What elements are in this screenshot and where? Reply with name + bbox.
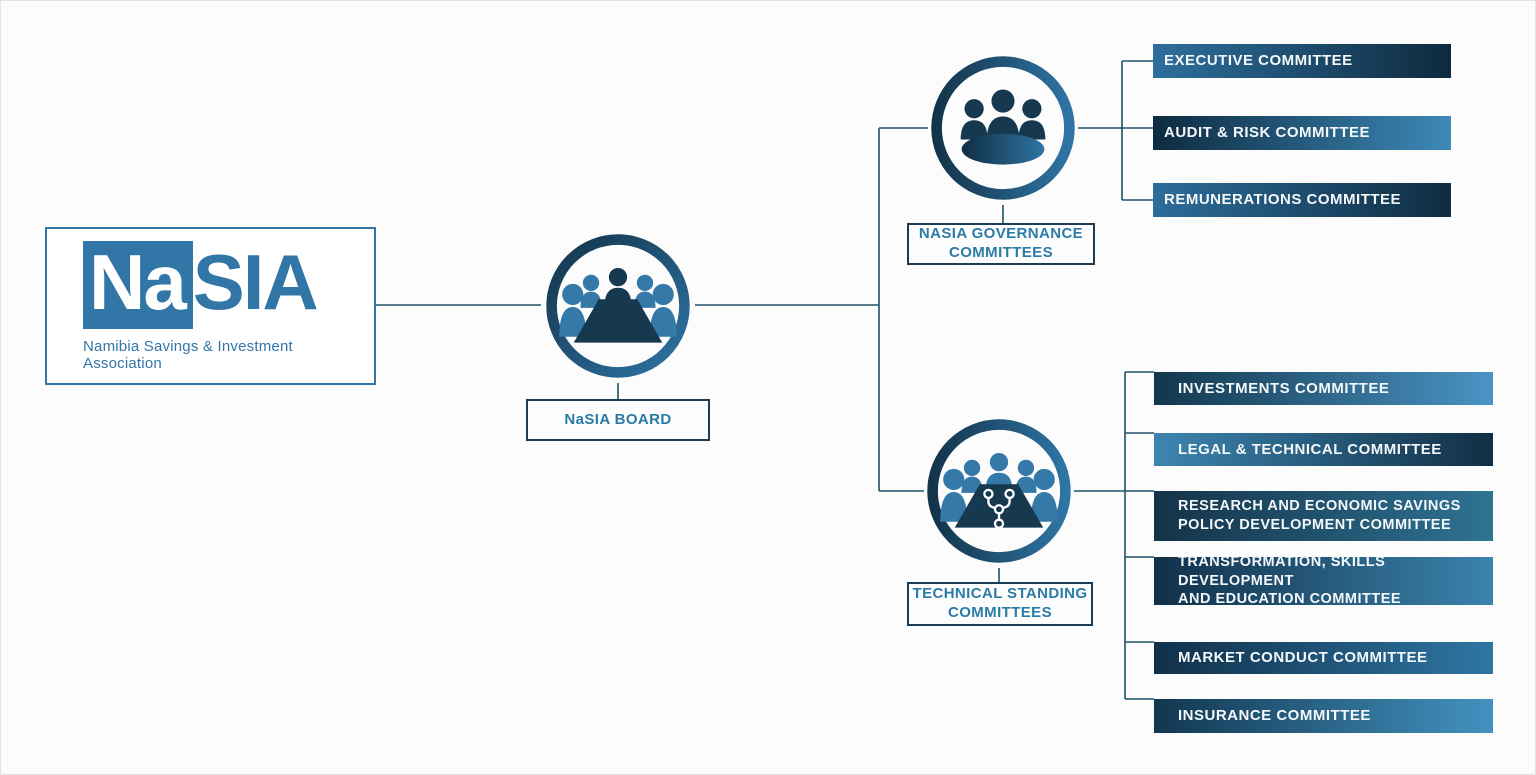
governance-group-icon: [926, 51, 1080, 205]
git-branch-glyph: [983, 488, 1015, 529]
logo-tagline: Namibia Savings & Investment Association: [83, 337, 293, 372]
bar-market-conduct-committee: MARKET CONDUCT COMMITTEE: [1154, 642, 1493, 674]
bar-insurance-committee: INSURANCE COMMITTEE: [1154, 699, 1493, 733]
bar-legal-technical-committee: LEGAL & TECHNICAL COMMITTEE: [1154, 433, 1493, 466]
technical-label: TECHNICAL STANDING COMMITTEES: [907, 582, 1093, 626]
bar-transformation-skills-committee: TRANSFORMATION, SKILLS DEVELOPMENT AND E…: [1154, 554, 1493, 607]
bar-investments-committee: INVESTMENTS COMMITTEE: [1154, 372, 1493, 405]
technical-board-icon: [922, 414, 1076, 568]
governance-label: NASIA GOVERNANCE COMMITTEES: [907, 223, 1095, 265]
bar-research-economic-savings-committee: RESEARCH AND ECONOMIC SAVINGS POLICY DEV…: [1154, 491, 1493, 541]
bar-executive-committee: EXECUTIVE COMMITTEE: [1153, 44, 1451, 78]
bar-remunerations-committee: REMUNERATIONS COMMITTEE: [1153, 183, 1451, 217]
board-table-icon: [541, 229, 695, 383]
bar-audit-risk-committee: AUDIT & RISK COMMITTEE: [1153, 116, 1451, 150]
logo-sia-segment: SIA: [192, 237, 319, 326]
logo-na-segment: Na: [83, 240, 193, 329]
board-label: NaSIA BOARD: [526, 399, 710, 441]
